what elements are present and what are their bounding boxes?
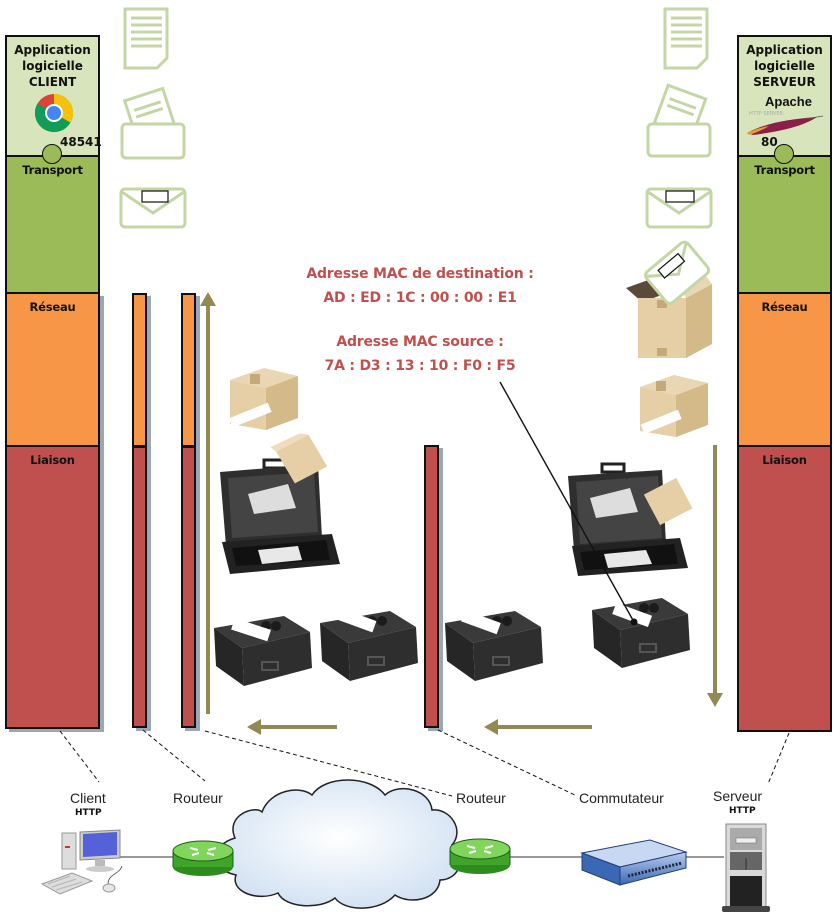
chrome-icon [34, 93, 74, 133]
server-app-line-1: Application [746, 43, 823, 57]
internet-cloud-icon [215, 779, 462, 909]
apache-feather-icon [747, 115, 824, 135]
sealed-envelope-icon [645, 187, 713, 229]
document-icon [123, 7, 169, 70]
router1-out-liaison-bar [181, 446, 196, 728]
server-application-layer: Application logicielle SERVEUR Apache HT… [737, 35, 832, 156]
client-app-line-3: CLIENT [28, 75, 77, 89]
client-liaison-layer: Liaison [5, 446, 100, 729]
client-stack: Application logicielle CLIENT 48541 Tran… [5, 35, 102, 729]
server-reseau-layer: Réseau [737, 293, 832, 446]
server-transport-label: Transport [754, 163, 815, 177]
server-stack: Application logicielle SERVEUR Apache HT… [737, 35, 832, 732]
closed-box-icon [228, 368, 298, 430]
router1-icon [172, 840, 234, 876]
open-briefcase-icon [220, 433, 340, 574]
mac-dest-title: Adresse MAC de destination : [306, 266, 534, 282]
letter-envelope-icon [120, 86, 186, 160]
closed-briefcase-icon [214, 616, 312, 686]
client-app-line-1: Application [14, 43, 91, 57]
router1-in-liaison-bar [132, 446, 147, 728]
closed-briefcase-icon [320, 608, 418, 681]
server-transport-layer: Transport [737, 156, 832, 293]
switch-label: Commutateur [579, 790, 664, 806]
sealed-envelope-icon [119, 187, 187, 229]
open-box-icon [626, 240, 712, 358]
up-arrow-icon [200, 292, 216, 714]
router2-label: Routeur [456, 790, 506, 806]
letter-envelope-icon [646, 83, 712, 158]
document-icon [663, 7, 709, 70]
server-app-line-2: logicielle [754, 59, 815, 73]
server-sub-label: HTTP [729, 806, 756, 816]
mac-dest-value: AD : ED : 1C : 00 : 00 : E1 [323, 290, 517, 306]
mac-src-value: 7A : D3 : 13 : 10 : F0 : F5 [324, 358, 516, 374]
server-reseau-label: Réseau [761, 300, 808, 314]
server-socket-circle [774, 144, 794, 164]
mac-src-title: Adresse MAC source : [336, 334, 504, 350]
server-port-number: 80 [761, 135, 778, 149]
client-socket-circle [42, 144, 62, 164]
router2-icon [449, 838, 511, 874]
server-tower-icon [722, 823, 770, 912]
client-reseau-label: Réseau [29, 300, 76, 314]
client-transport-label: Transport [22, 163, 83, 177]
client-sub-label: HTTP [75, 808, 102, 818]
server-liaison-label: Liaison [762, 453, 807, 467]
client-label: Client [70, 790, 106, 806]
switch-icon [580, 839, 688, 886]
client-reseau-layer: Réseau [5, 293, 100, 446]
server-liaison-layer: Liaison [737, 446, 832, 732]
closed-box-icon [640, 375, 708, 437]
server-label: Serveur [713, 788, 763, 804]
switch-liaison-bar [424, 445, 439, 728]
client-liaison-label: Liaison [30, 453, 75, 467]
server-app-line-3: SERVEUR [753, 75, 816, 89]
client-port-number: 48541 [60, 135, 102, 149]
down-arrow-icon [707, 445, 723, 707]
apache-label: Apache [765, 94, 812, 109]
client-application-layer: Application logicielle CLIENT 48541 [5, 35, 102, 156]
router1-label: Routeur [173, 790, 223, 806]
apache-sub-label: HTTP SERVER [749, 111, 783, 117]
client-computer-icon [40, 829, 123, 895]
client-app-line-2: logicielle [22, 59, 83, 73]
